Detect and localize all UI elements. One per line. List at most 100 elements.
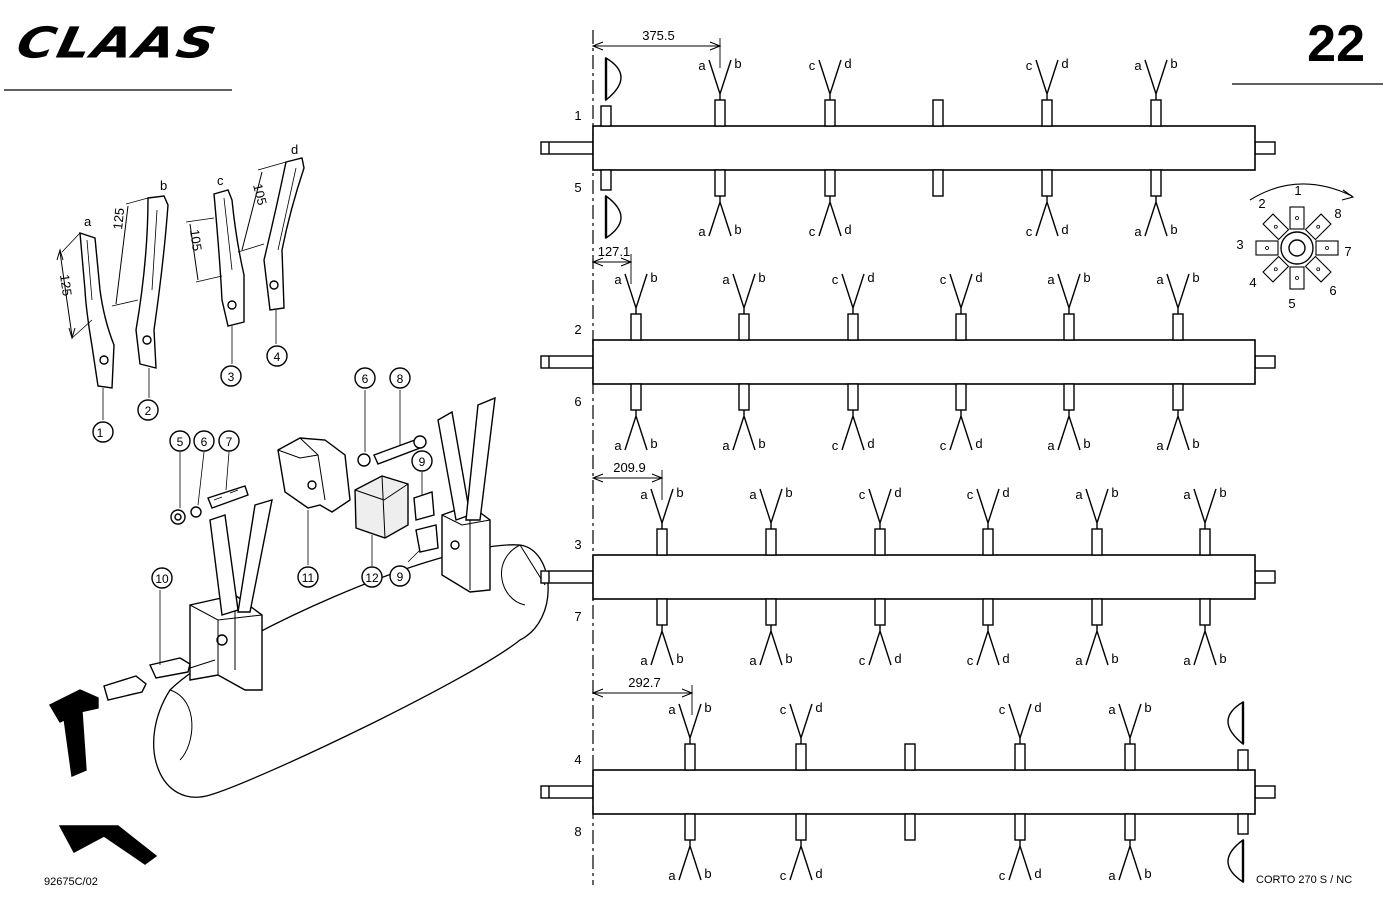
knife-letter-left: a bbox=[1108, 702, 1116, 717]
callout-6-washer: 6 bbox=[362, 372, 369, 386]
knife-letter-left: a bbox=[749, 487, 757, 502]
knife-letter-right: d bbox=[894, 651, 901, 666]
knife-letter-left: a bbox=[1047, 272, 1055, 287]
knife-pair-bottom bbox=[1118, 840, 1142, 881]
knife-letter-right: b bbox=[758, 436, 765, 451]
knife-letter-right: b bbox=[1111, 651, 1118, 666]
knife-letter-left: a bbox=[614, 438, 622, 453]
knife-letter-right: b bbox=[704, 866, 711, 881]
knife-letter-left: a bbox=[1183, 653, 1191, 668]
knife-letter-left: c bbox=[832, 272, 839, 287]
knife-letter-right: d bbox=[867, 436, 874, 451]
page-number: 22 bbox=[1307, 15, 1365, 73]
knife-letter-right: d bbox=[975, 270, 982, 285]
knife-pair-top bbox=[1193, 488, 1217, 529]
knife-4-length: 105 bbox=[250, 182, 270, 207]
knife-letter-right: b bbox=[676, 485, 683, 500]
knife-holder-top bbox=[1014, 743, 1026, 771]
knife-letter-right: d bbox=[1061, 222, 1068, 237]
rotor-position-upper: 2 bbox=[574, 322, 581, 337]
knife-pair-bottom bbox=[1144, 196, 1168, 237]
rotor-position-upper: 4 bbox=[574, 752, 581, 767]
knife-letter-left: c bbox=[832, 438, 839, 453]
knife-pair-top bbox=[759, 488, 783, 529]
index-position-label: 1 bbox=[1294, 183, 1301, 198]
knife-holder-bottom bbox=[738, 383, 750, 411]
knife-letter-right: b bbox=[758, 270, 765, 285]
knife-letter-right: d bbox=[844, 56, 851, 71]
knife-letter-left: a bbox=[1134, 58, 1142, 73]
knife-holder-bottom bbox=[795, 813, 807, 841]
rotor-position-lower: 7 bbox=[574, 609, 581, 624]
knife-pair-bottom bbox=[1057, 410, 1081, 451]
direction-arrow-icon bbox=[58, 825, 158, 865]
rotor-body bbox=[592, 769, 1256, 815]
knife-holder-top bbox=[904, 743, 916, 771]
knife-pair-top bbox=[1085, 488, 1109, 529]
knife-letter-left: a bbox=[1156, 272, 1164, 287]
knife-pair-bottom bbox=[708, 196, 732, 237]
knife-3-callout: 3 bbox=[228, 370, 235, 384]
knife-holder-bottom bbox=[982, 598, 994, 626]
knife-letter-left: c bbox=[967, 653, 974, 668]
callout-5: 5 bbox=[177, 435, 184, 449]
rotor-shaft-right bbox=[1254, 570, 1276, 584]
knife-letter-right: b bbox=[1144, 700, 1151, 715]
knife-holder-bottom bbox=[1014, 813, 1026, 841]
index-blade bbox=[1262, 213, 1290, 241]
knife-letter-left: a bbox=[1183, 487, 1191, 502]
knife-pair-top bbox=[1144, 59, 1168, 100]
knife-holder-bottom bbox=[904, 813, 916, 841]
knife-holder-top bbox=[1091, 528, 1103, 556]
knife-letter-right: d bbox=[894, 485, 901, 500]
knife-holder-bottom bbox=[1199, 598, 1211, 626]
knife-holder-top bbox=[738, 313, 750, 341]
knife-holder-bottom bbox=[824, 169, 836, 197]
scraper-paddle bbox=[605, 56, 622, 102]
knife-holder-assembly: 5 6 7 6 8 9 9 10 11 12 bbox=[49, 367, 549, 865]
knife-letter-left: c bbox=[859, 487, 866, 502]
knife-pair-bottom bbox=[732, 410, 756, 451]
index-position-label: 8 bbox=[1334, 206, 1341, 221]
knife-holder-top bbox=[932, 99, 944, 127]
index-blade bbox=[1262, 255, 1290, 283]
drawing-code: 92675C/02 bbox=[44, 876, 98, 888]
knife-pair-bottom bbox=[818, 196, 842, 237]
knife-4-callout: 4 bbox=[274, 350, 281, 364]
knife-holder-bottom bbox=[847, 383, 859, 411]
knife-letter-right: b bbox=[785, 485, 792, 500]
knife-letter-left: c bbox=[780, 702, 787, 717]
knife-letter-right: b bbox=[734, 56, 741, 71]
scraper-paddle bbox=[1227, 700, 1244, 746]
knife-holder-top bbox=[955, 313, 967, 341]
knife-letter-left: c bbox=[859, 653, 866, 668]
rotor-body bbox=[592, 339, 1256, 385]
knife-pair-top bbox=[949, 273, 973, 314]
knife-letter-left: a bbox=[722, 438, 730, 453]
knife-pair-bottom bbox=[841, 410, 865, 451]
knife-letter-right: b bbox=[734, 222, 741, 237]
callout-7: 7 bbox=[226, 435, 233, 449]
knife-letter-right: d bbox=[815, 866, 822, 881]
knife-holder-top bbox=[765, 528, 777, 556]
knife-holder-top bbox=[1199, 528, 1211, 556]
rotor-position-lower: 8 bbox=[574, 824, 581, 839]
knife-letter-right: d bbox=[1002, 485, 1009, 500]
knife-letter-right: d bbox=[815, 700, 822, 715]
machine-model: CORTO 270 S / NC bbox=[1256, 874, 1353, 886]
knife-letter-left: a bbox=[1075, 487, 1083, 502]
knife-letter-right: b bbox=[785, 651, 792, 666]
knife-letter-right: d bbox=[1034, 866, 1041, 881]
knife-pair-bottom bbox=[976, 625, 1000, 666]
knife-letter-left: a bbox=[722, 272, 730, 287]
index-blade bbox=[1255, 240, 1279, 256]
knife-letter-left: c bbox=[1026, 224, 1033, 239]
knife-letter-right: b bbox=[1219, 485, 1226, 500]
knife-1-length: 125 bbox=[57, 273, 75, 297]
knife-3-letter: c bbox=[217, 173, 224, 188]
knife-pair-bottom bbox=[1008, 840, 1032, 881]
